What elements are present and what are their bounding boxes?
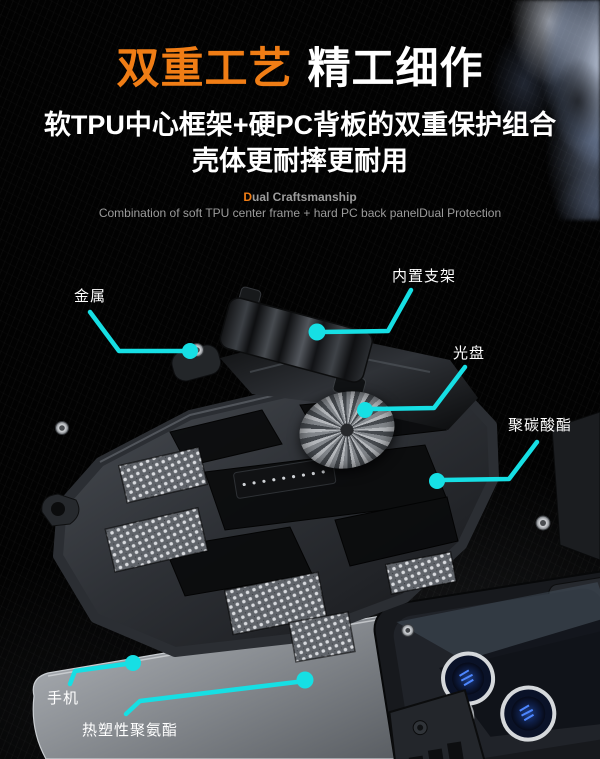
case-frame: [373, 569, 600, 759]
callout-tpu: [123, 671, 314, 717]
mesh-texture-patches: [104, 446, 458, 663]
callout-kickstand: [308, 287, 414, 341]
subtitle-line2: 壳体更耐摔更耐用: [192, 145, 408, 176]
callout-label-tpu: 热塑性聚氨酯: [82, 722, 179, 739]
subtitle: 软TPU中心框架+硬PC背板的双重保护组合 壳体更耐摔更耐用: [0, 107, 600, 179]
callout-label-metal: 金属: [74, 288, 107, 305]
callout-metal: [87, 309, 198, 359]
title-rest: 精工细作: [307, 45, 484, 93]
screw-icon: [55, 421, 69, 435]
callout-label-phone: 手机: [47, 690, 80, 707]
callout-label-disc: 光盘: [453, 345, 486, 362]
english-heading-initial: D: [243, 189, 252, 204]
corner-bumper: [388, 688, 495, 759]
subtitle-line1: 软TPU中心框架+硬PC背板的双重保护组合: [43, 109, 557, 140]
english-description: Combination of soft TPU center frame + h…: [98, 205, 502, 220]
ice-smoke-decoration: [442, 0, 600, 220]
callout-polycarbonate: [429, 439, 540, 489]
callout-label-polycarbonate: 聚碳酸酯: [508, 417, 573, 434]
screw-icon: [535, 515, 551, 531]
camera-lens-main: [441, 651, 496, 706]
camera-lens-lower: [500, 685, 557, 742]
connector-strip: [233, 457, 337, 499]
header: 双重工艺精工细作 软TPU中心框架+硬PC背板的双重保护组合 壳体更耐摔更耐用 …: [0, 44, 600, 221]
callout-phone: [67, 655, 141, 687]
case-right-rail: [551, 411, 600, 561]
title-highlight: 双重工艺: [116, 45, 293, 93]
english-heading: Dual Craftsmanship: [0, 190, 600, 205]
page-title: 双重工艺精工细作: [0, 44, 600, 96]
callout-disc: [357, 364, 468, 418]
english-heading-rest: ual Craftsmanship: [251, 189, 357, 204]
callout-label-kickstand: 内置支架: [392, 268, 457, 285]
